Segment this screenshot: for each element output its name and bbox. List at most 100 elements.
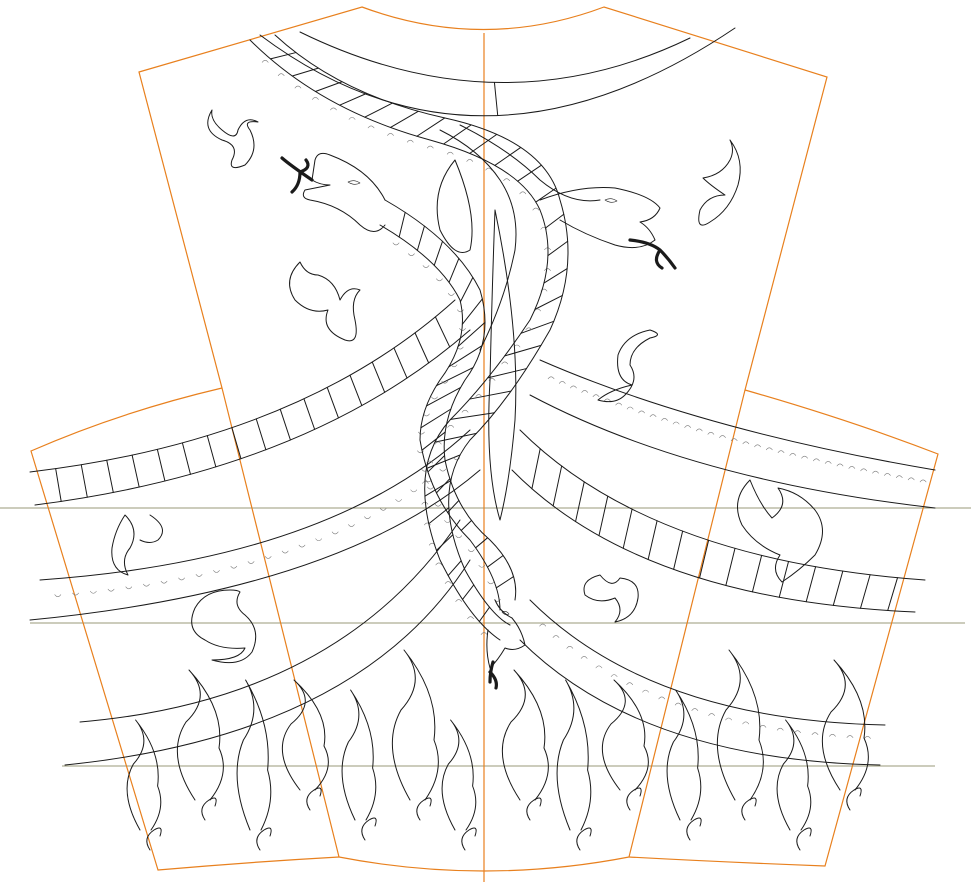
scale-mark (708, 713, 715, 716)
hem-flame-curl (846, 787, 862, 811)
scale-mark (435, 562, 443, 566)
body-segment-tick (859, 574, 871, 609)
body-segment-tick (478, 606, 491, 622)
scale-mark (860, 468, 867, 472)
scale-mark (453, 457, 460, 461)
scale-mark (261, 59, 269, 63)
scale-mark (195, 574, 203, 577)
scale-mark (406, 139, 414, 143)
body-segment-tick (425, 387, 462, 407)
body-segment-tick (494, 146, 522, 166)
flame-motif-3 (289, 261, 361, 342)
scale-mark (447, 425, 454, 428)
scale-mark (836, 463, 844, 467)
snake-head-lower-outline (486, 599, 526, 669)
body-segment-tick (349, 374, 363, 407)
snake-head-upper-right-outline (539, 187, 661, 249)
body-segment-tick (131, 454, 140, 488)
scale-mark (467, 616, 474, 620)
forked-tongue-upper-left (280, 156, 314, 194)
scale-mark (485, 167, 493, 171)
hem-flame (666, 689, 702, 821)
back-panel-outline (138, 6, 828, 872)
scale-mark (707, 431, 715, 435)
intertwined-bodies (249, 34, 601, 641)
flame-motif-4 (597, 329, 658, 403)
scale-mark (719, 435, 726, 438)
body-segment-tick (699, 539, 710, 579)
hem-flame (776, 719, 812, 831)
scale-mark (478, 564, 486, 568)
hem-flame-curl (256, 827, 272, 851)
scale-mark (907, 477, 915, 481)
body-segment-tick (504, 344, 542, 357)
hem-flame-curl (461, 827, 477, 851)
right-band-2-lower (511, 469, 916, 613)
body-segment-tick (55, 468, 62, 502)
flame-motif-8 (583, 574, 639, 623)
scale-mark (824, 461, 832, 464)
scale-mark (367, 125, 375, 129)
scale-mark (434, 503, 442, 507)
body-segment-tick (887, 577, 899, 611)
scale-mark (829, 734, 836, 737)
scale-mark (742, 721, 750, 725)
scale-mark (626, 406, 634, 410)
body-segment-tick (469, 133, 498, 154)
scale-mark (418, 431, 425, 435)
left-band-2-upper (39, 429, 471, 581)
scale-mark (501, 361, 509, 365)
body-segment-tick (390, 110, 419, 128)
body-segment-tick (535, 187, 557, 203)
body-segment-tick (206, 435, 217, 468)
snake-c-body-right (459, 124, 601, 202)
snake-b-body-left (379, 224, 501, 611)
hem-flame-curl (626, 787, 642, 811)
hem-flame (716, 649, 764, 801)
hem-flame-curl (306, 787, 322, 811)
body-segment-tick (751, 554, 763, 593)
scale-mark (615, 402, 623, 406)
snake-b-body-right (384, 199, 517, 601)
right-band-1-upper (539, 359, 936, 471)
scale-mark (794, 730, 801, 733)
flame-motif-1 (207, 109, 259, 169)
hem-flame (601, 679, 649, 791)
scale-mark (661, 418, 668, 421)
body-segment-tick (450, 412, 495, 420)
bottom-flame-border (126, 649, 869, 851)
scale-mark (436, 278, 443, 282)
scale-mark (143, 583, 150, 587)
scale-mark (895, 475, 903, 478)
body-segment-tick (832, 570, 844, 606)
scale-mark (566, 646, 574, 649)
scale-mark (658, 696, 666, 700)
scale-mark (387, 133, 394, 136)
scale-mark (552, 635, 560, 638)
snake-head-lower (486, 599, 526, 690)
scale-mark (434, 441, 442, 445)
snake-a-body-right (274, 34, 569, 626)
scale-mark (742, 441, 750, 445)
body-segment-tick (416, 225, 425, 251)
body-segment-tick (269, 52, 297, 60)
scale-mark (525, 327, 533, 331)
scale-mark (872, 470, 879, 474)
snake-eye-upper-left (347, 180, 361, 185)
scale-mark (455, 535, 463, 538)
scale-mark (534, 308, 541, 312)
body-segment-tick (291, 67, 319, 77)
body-segment-tick (462, 584, 475, 600)
scale-mark (444, 581, 452, 584)
body-segment-tick (487, 368, 527, 379)
scale-mark (447, 293, 455, 296)
scale-mark (642, 689, 649, 693)
snake-c-body-left (439, 129, 517, 351)
scale-mark (626, 682, 633, 686)
center-long-loop (488, 209, 517, 521)
scale-mark (348, 524, 355, 527)
body-segment-tick (448, 345, 483, 368)
scale-mark (777, 450, 785, 453)
pattern-outline (30, 6, 939, 882)
scale-mark (281, 550, 289, 554)
